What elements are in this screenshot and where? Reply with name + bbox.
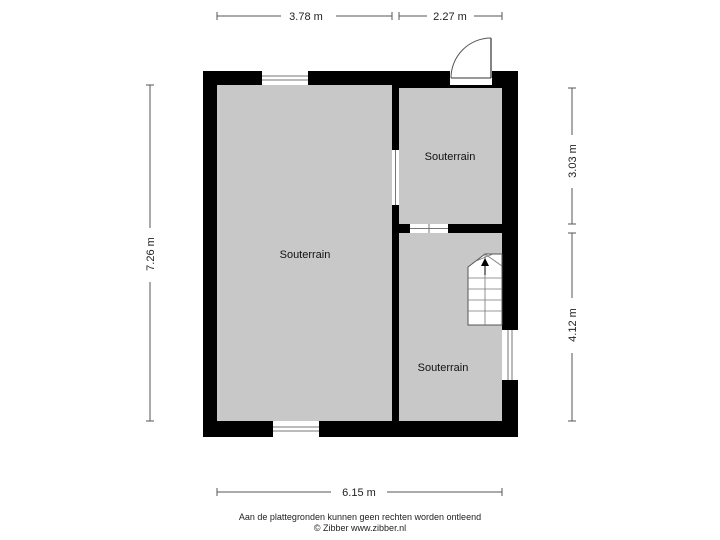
- dimension-left: 7.26 m: [145, 237, 157, 271]
- footer-copyright: © Zibber www.zibber.nl: [313, 523, 407, 533]
- room-label-top-right: Souterrain: [425, 151, 476, 163]
- dimension-right-bottom: 4.12 m: [567, 308, 579, 342]
- window-top: [262, 71, 308, 85]
- window-bottom: [273, 421, 319, 437]
- dimension-right-top: 3.03 m: [567, 144, 579, 178]
- window-interior-wall: [392, 150, 399, 205]
- footer-disclaimer: Aan de plattegronden kunnen geen rechten…: [238, 512, 482, 522]
- dimension-lines: [146, 12, 576, 496]
- staircase: [467, 253, 503, 326]
- room-label-bottom-right: Souterrain: [418, 362, 469, 374]
- door-top: [450, 37, 492, 85]
- stair-arrow-icon: [481, 258, 489, 266]
- window-right: [502, 330, 518, 380]
- dimension-bottom: 6.15 m: [342, 487, 376, 499]
- room-label-large: Souterrain: [280, 249, 331, 261]
- room-top-right-floor: [399, 88, 502, 224]
- room-large-floor: [217, 85, 392, 421]
- dimension-top-left: 3.78 m: [289, 11, 323, 23]
- opening-interior: [410, 224, 448, 233]
- dimension-top-right: 2.27 m: [433, 11, 467, 23]
